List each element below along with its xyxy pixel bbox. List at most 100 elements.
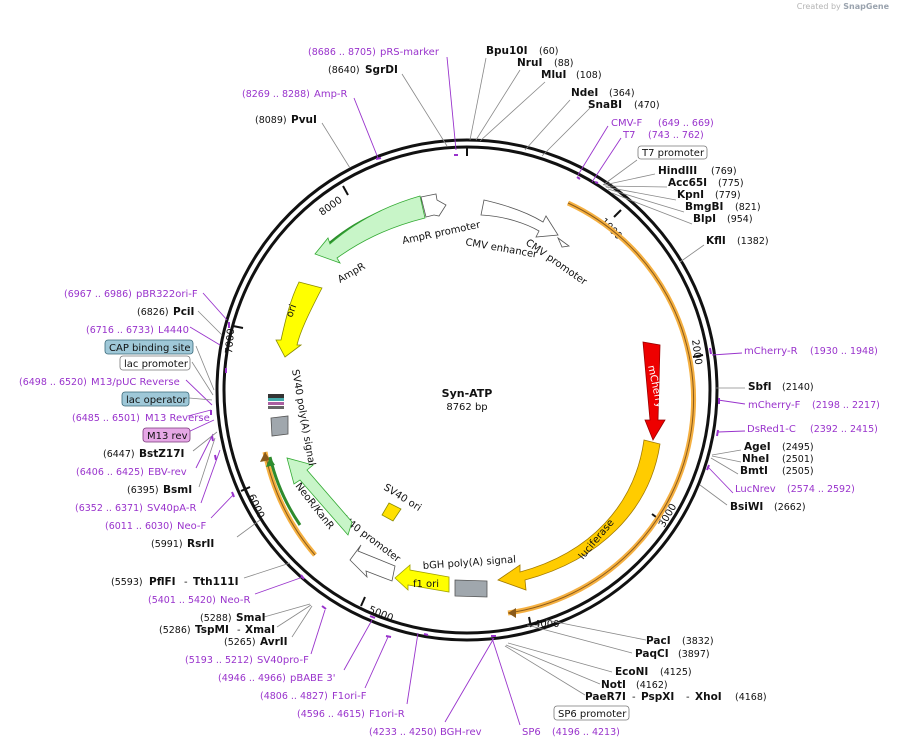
label-neo-r[interactable]: Neo-R bbox=[220, 595, 251, 606]
label-xhoi[interactable]: XhoI bbox=[695, 691, 722, 703]
label-pcii[interactable]: PciI bbox=[173, 306, 194, 318]
label-sp6-promoter-box[interactable] bbox=[553, 705, 630, 721]
label-bstz17i[interactable]: BstZ17I bbox=[139, 448, 184, 460]
label-bsmi[interactable]: BsmI bbox=[163, 484, 192, 496]
label-paci[interactable]: PacI bbox=[646, 635, 671, 647]
label-pbr322ori-f[interactable]: pBR322ori-F bbox=[136, 289, 198, 300]
label-bgh-rev[interactable]: BGH-rev bbox=[440, 727, 482, 738]
label-lucnrev[interactable]: LucNrev bbox=[735, 484, 776, 495]
label-mcherry-r[interactable]: mCherry-R bbox=[744, 346, 798, 357]
feature-ampr-promoter[interactable] bbox=[420, 193, 447, 218]
label-m13-reverse[interactable]: M13 Reverse bbox=[145, 413, 210, 424]
label-t7-promoter-box[interactable] bbox=[637, 145, 708, 160]
plasmid-size: 8762 bp bbox=[446, 402, 487, 413]
label-lucnrev-coord: (2574 .. 2592) bbox=[787, 484, 855, 495]
label-lac-operator: lac operator bbox=[126, 395, 187, 406]
label-lac-promoter-box[interactable] bbox=[119, 355, 191, 371]
feature-sv40-polya[interactable] bbox=[270, 415, 289, 437]
label-l4440[interactable]: L4440 bbox=[158, 325, 189, 336]
label-xmai[interactable]: XmaI bbox=[245, 624, 275, 636]
label-sv40pa-r-coord: (6352 .. 6371) bbox=[75, 503, 143, 514]
label-blpi-coord: (954) bbox=[727, 214, 753, 225]
label-acc65i[interactable]: Acc65I bbox=[668, 177, 707, 189]
label-t7[interactable]: T7 bbox=[622, 130, 635, 141]
label-agei[interactable]: AgeI bbox=[744, 441, 771, 453]
label-m13puc-reverse[interactable]: M13/pUC Reverse bbox=[91, 377, 180, 388]
feature-sv40-ori[interactable] bbox=[381, 502, 402, 522]
label-lac-operator-box[interactable] bbox=[121, 391, 190, 407]
label-neo-f[interactable]: Neo-F bbox=[177, 521, 207, 532]
label-sp6-promoter: SP6 promoter bbox=[558, 709, 627, 720]
feature-ori[interactable] bbox=[275, 281, 323, 358]
label-f1ori-r[interactable]: F1ori-R bbox=[369, 709, 405, 720]
label-rsrii[interactable]: RsrII bbox=[187, 538, 214, 550]
label-econi[interactable]: EcoNI bbox=[615, 666, 648, 678]
label-sbfi[interactable]: SbfI bbox=[748, 381, 772, 393]
feature-lac-block bbox=[268, 394, 284, 409]
label-l4440-coord: (6716 .. 6733) bbox=[86, 325, 154, 336]
feature-luciferase[interactable] bbox=[497, 439, 661, 591]
label-pflfi-coord: (5593) bbox=[111, 577, 143, 588]
label-cap-binding-box[interactable] bbox=[104, 339, 194, 355]
label-mlui-coord: (108) bbox=[576, 70, 602, 81]
label-kfli[interactable]: KflI bbox=[706, 235, 726, 247]
label-pvui[interactable]: PvuI bbox=[291, 114, 317, 126]
label-smai[interactable]: SmaI bbox=[236, 612, 266, 624]
label-kpni-coord: (779) bbox=[715, 190, 741, 201]
label-sp6[interactable]: SP6 bbox=[522, 727, 541, 738]
feature-ori-label: ori bbox=[284, 303, 299, 319]
label-t7-coord: (743 .. 762) bbox=[648, 130, 704, 141]
feature-ampr[interactable] bbox=[314, 195, 426, 264]
label-bsiwi[interactable]: BsiWI bbox=[730, 501, 763, 513]
label-nhei[interactable]: NheI bbox=[742, 453, 769, 465]
label-prs-marker[interactable]: pRS-marker bbox=[380, 47, 440, 58]
leader-lines bbox=[185, 56, 746, 726]
label-blpi[interactable]: BlpI bbox=[693, 213, 716, 225]
label-pbabe3[interactable]: pBABE 3' bbox=[290, 673, 336, 684]
label-pspxi[interactable]: PspXI bbox=[641, 691, 674, 703]
label-dsred1-c[interactable]: DsRed1-C bbox=[747, 424, 796, 435]
label-sgrdi[interactable]: SgrDI bbox=[365, 64, 398, 76]
label-paqci[interactable]: PaqCI bbox=[635, 648, 669, 660]
label-m13-rev-box[interactable] bbox=[142, 427, 191, 443]
label-hindiii[interactable]: HindIII bbox=[658, 165, 697, 177]
label-kpni[interactable]: KpnI bbox=[677, 189, 704, 201]
label-snabi[interactable]: SnaBI bbox=[588, 99, 622, 111]
label-ebv-rev[interactable]: EBV-rev bbox=[148, 467, 187, 478]
label-m13puc-coord: (6498 .. 6520) bbox=[19, 377, 87, 388]
label-paer7i[interactable]: PaeR7I bbox=[585, 691, 626, 703]
feature-neor-kanr[interactable] bbox=[286, 457, 353, 536]
label-ebv-rev-coord: (6406 .. 6425) bbox=[76, 467, 144, 478]
label-brui[interactable]: NruI bbox=[517, 57, 542, 69]
label-brui-coord: (88) bbox=[554, 58, 574, 69]
label-sv40pro-f[interactable]: SV40pro-F bbox=[257, 655, 309, 666]
label-pflfi[interactable]: PflFI bbox=[149, 576, 176, 588]
tick-label-7000: 7000 bbox=[224, 328, 237, 354]
label-bmti[interactable]: BmtI bbox=[740, 465, 768, 477]
label-t7-promoter: T7 promoter bbox=[641, 148, 705, 159]
feature-sv40-promoter[interactable] bbox=[349, 544, 396, 582]
label-tspmi[interactable]: TspMI bbox=[195, 624, 229, 636]
label-bpu10i[interactable]: Bpu10I bbox=[486, 45, 528, 57]
label-bgh-rev-coord: (4233 .. 4250) bbox=[369, 727, 437, 738]
label-sv40pa-r[interactable]: SV40pA-R bbox=[147, 503, 196, 514]
feature-cmv-enhancer[interactable] bbox=[480, 199, 559, 238]
label-bstz17i-coord: (6447) bbox=[103, 449, 135, 460]
label-mlui[interactable]: MluI bbox=[541, 69, 566, 81]
tick-label-2000: 2000 bbox=[689, 339, 703, 366]
label-cmv-f[interactable]: CMV-F bbox=[611, 118, 642, 129]
label-cmv-f-coord: (649 .. 669) bbox=[658, 118, 714, 129]
label-amp-r[interactable]: Amp-R bbox=[314, 89, 348, 100]
label-mcherry-f[interactable]: mCherry-F bbox=[748, 400, 801, 411]
label-tth111i[interactable]: Tth111I bbox=[193, 576, 238, 588]
feature-cmv-promoter[interactable] bbox=[557, 236, 571, 248]
label-ndei[interactable]: NdeI bbox=[571, 87, 598, 99]
label-amp-r-coord: (8269 .. 8288) bbox=[242, 89, 310, 100]
label-bmgbi[interactable]: BmgBI bbox=[685, 201, 723, 213]
label-f1ori-f[interactable]: F1ori-F bbox=[332, 691, 367, 702]
label-noti[interactable]: NotI bbox=[601, 679, 626, 691]
label-avrii[interactable]: AvrII bbox=[260, 636, 288, 648]
feature-f1-ori[interactable] bbox=[394, 564, 450, 593]
feature-mcherry[interactable] bbox=[642, 341, 666, 441]
feature-bgh-polya[interactable] bbox=[454, 579, 488, 598]
